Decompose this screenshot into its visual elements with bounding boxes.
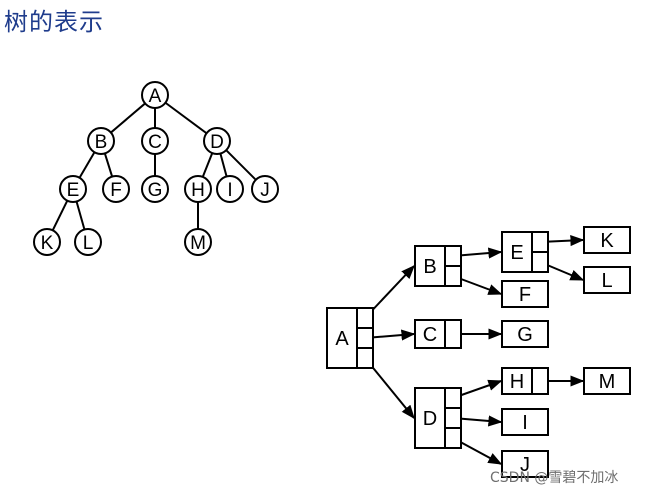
linked-node-b: B (414, 245, 462, 287)
linked-node-label: F (519, 284, 531, 306)
linked-node-box (414, 387, 462, 449)
linked-node-k: K (583, 226, 631, 254)
linked-node-label: A (335, 328, 349, 350)
linked-node-box (583, 266, 631, 294)
tree-node-label: C (148, 132, 162, 153)
tree-node-d: D (203, 127, 231, 155)
tree-node-circle (251, 175, 279, 203)
linked-node-box (501, 450, 549, 478)
tree-nodes: A B C D E F G H I J K L M (33, 81, 279, 256)
tree-node-circle (59, 175, 87, 203)
linked-node-label: C (423, 324, 437, 346)
linked-node-f: F (501, 280, 549, 308)
tree-node-circle (216, 175, 244, 203)
tree-node-k: K (33, 228, 61, 256)
linked-node-box (583, 367, 631, 395)
tree-node-m: M (184, 228, 212, 256)
linked-node-label: M (599, 371, 616, 393)
linked-node-a: A (326, 307, 374, 369)
linked-node-d: D (414, 387, 462, 449)
linked-node-m: M (583, 367, 631, 395)
tree-node-label: D (210, 132, 224, 153)
watermark: CSDN @雪碧不加冰 (490, 470, 619, 486)
tree-node-label: I (227, 180, 232, 201)
tree-edge-b-f (103, 153, 114, 177)
tree-edge-a-d (164, 101, 208, 135)
tree-edge-e-k (51, 200, 69, 231)
tree-node-label: K (41, 233, 54, 254)
linked-node-e: E (501, 231, 549, 273)
linked-node-label: J (520, 454, 530, 476)
tree-node-i: I (216, 175, 244, 203)
tree-node-circle (74, 228, 102, 256)
tree-node-label: J (260, 180, 270, 201)
tree-edge-e-l (75, 201, 86, 230)
tree-edges (51, 101, 257, 231)
tree-node-g: G (141, 175, 169, 203)
tree-node-circle (184, 228, 212, 256)
linked-node-label: D (423, 408, 437, 430)
tree-node-circle (141, 127, 169, 155)
tree-node-label: F (110, 180, 122, 201)
linked-node-l: L (583, 266, 631, 294)
tree-node-label: A (149, 86, 162, 107)
linked-node-box (414, 319, 462, 349)
tree-edge-d-i (219, 153, 228, 177)
tree-edge-b-e (78, 151, 96, 179)
tree-node-label: H (191, 180, 205, 201)
tree-node-circle (102, 175, 130, 203)
tree-node-circle (184, 175, 212, 203)
page-title: 树的表示 (4, 8, 104, 36)
tree-node-h: H (184, 175, 212, 203)
linked-node-label: L (601, 270, 612, 292)
tree-node-j: J (251, 175, 279, 203)
linked-node-c: C (414, 319, 462, 349)
linked-node-box (583, 226, 631, 254)
tree-node-circle (141, 175, 169, 203)
linked-node-box (501, 320, 549, 348)
linked-node-h: H (501, 367, 549, 395)
linked-node-label: I (522, 412, 528, 434)
tree-edge-d-h (201, 152, 214, 178)
linked-node-label: H (510, 371, 524, 393)
linked-node-box (501, 280, 549, 308)
linked-node-g: G (501, 320, 549, 348)
linked-node-i: I (501, 408, 549, 436)
linked-node-box (501, 367, 549, 395)
tree-node-label: L (83, 233, 94, 254)
tree-node-label: B (95, 132, 108, 153)
linked-boxes: A B C D EFG HIJ KL M (326, 226, 631, 478)
tree-node-f: F (102, 175, 130, 203)
tree-node-label: M (190, 233, 206, 254)
linked-node-label: G (517, 324, 533, 346)
linked-arrows (364, 234, 585, 465)
tree-node-circle (141, 81, 169, 109)
tree-edge-d-j (225, 149, 257, 181)
tree-node-circle (33, 228, 61, 256)
linked-node-j: J (501, 450, 549, 478)
tree-node-label: E (67, 180, 80, 201)
tree-edge-a-b (110, 102, 146, 134)
tree-node-c: C (141, 127, 169, 155)
tree-node-circle (87, 127, 115, 155)
linked-node-box (501, 408, 549, 436)
linked-node-label: B (423, 256, 436, 278)
tree-node-a: A (141, 81, 169, 109)
tree-node-e: E (59, 175, 87, 203)
tree-node-b: B (87, 127, 115, 155)
linked-node-label: K (600, 230, 614, 252)
tree-node-label: G (148, 180, 163, 201)
linked-node-box (326, 307, 374, 369)
tree-node-circle (203, 127, 231, 155)
linked-node-label: E (510, 242, 523, 264)
tree-node-l: L (74, 228, 102, 256)
